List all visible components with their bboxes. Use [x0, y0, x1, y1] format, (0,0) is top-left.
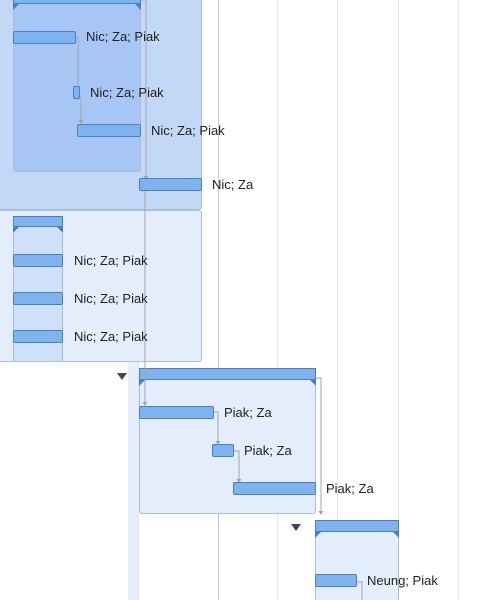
task-label: Neung; Piak: [367, 573, 438, 588]
gridline: [337, 0, 338, 600]
task-label: Nic; Za; Piak: [86, 29, 160, 44]
dependency-link: [316, 377, 322, 514]
task-bar[interactable]: [212, 444, 234, 457]
task-group: [315, 528, 399, 600]
task-bar[interactable]: [77, 124, 141, 137]
summary-bar[interactable]: [139, 368, 316, 386]
task-label: Piak; Za: [326, 481, 374, 496]
triangle-down-icon[interactable]: [291, 524, 301, 531]
gridline: [458, 0, 459, 600]
task-label: Nic; Za; Piak: [74, 291, 148, 306]
triangle-down-icon[interactable]: [117, 373, 127, 380]
task-label: Nic; Za: [212, 177, 254, 192]
summary-bar[interactable]: [13, 216, 63, 233]
gridline: [398, 0, 399, 600]
task-bar[interactable]: [13, 254, 63, 267]
task-bar[interactable]: [139, 406, 214, 419]
arrow-down-icon: [318, 511, 324, 515]
task-label: Nic; Za; Piak: [74, 329, 148, 344]
gridline: [218, 0, 219, 600]
task-bar[interactable]: [13, 330, 63, 343]
task-bar[interactable]: [13, 31, 76, 44]
task-label: Piak; Za: [224, 405, 272, 420]
summary-bar[interactable]: [13, 0, 141, 10]
task-label: Piak; Za: [244, 443, 292, 458]
task-label: Nic; Za; Piak: [151, 123, 225, 138]
task-bar[interactable]: [233, 482, 316, 495]
task-bar[interactable]: [73, 86, 80, 99]
task-bar[interactable]: [139, 178, 202, 191]
task-label: Nic; Za; Piak: [74, 253, 148, 268]
summary-bar[interactable]: [315, 520, 399, 538]
task-label: Nic; Za; Piak: [90, 85, 164, 100]
gridline: [277, 0, 278, 600]
task-bar[interactable]: [315, 574, 357, 587]
task-bar[interactable]: [13, 292, 63, 305]
